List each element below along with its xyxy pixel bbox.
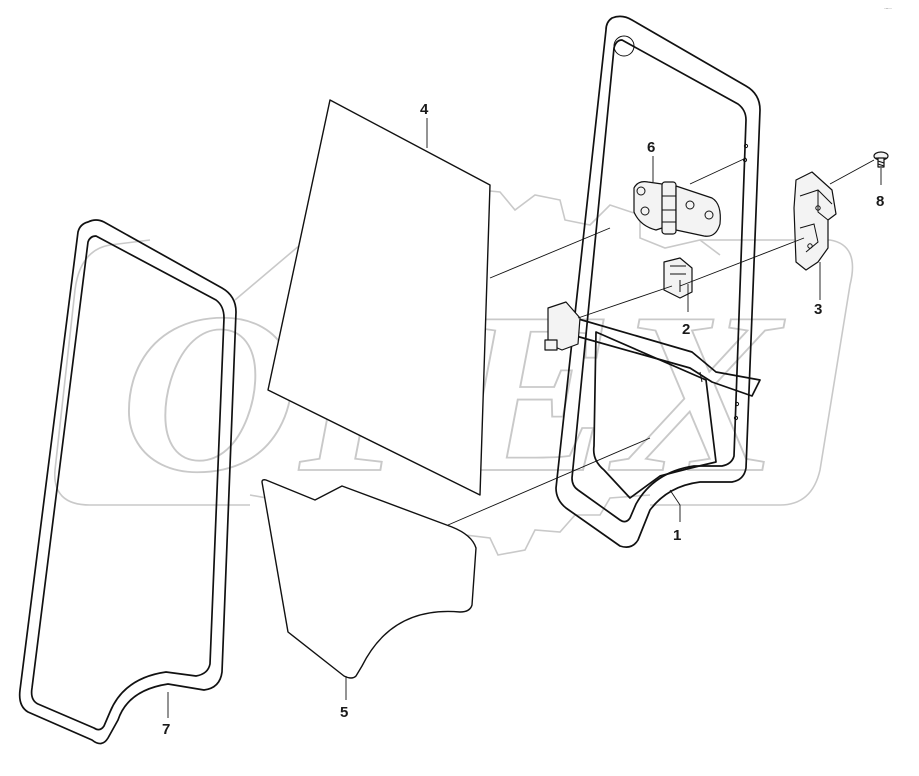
part-label-4: 4: [420, 101, 429, 118]
part-1-door-frame: [544, 15, 761, 548]
part-label-2: 2: [682, 321, 690, 338]
leader-lines: [167, 118, 882, 718]
watermark-frame-right: [650, 239, 854, 506]
part-6-hinge: [633, 181, 721, 237]
part-label-3: 3: [814, 301, 822, 318]
part-8-screw: [873, 151, 889, 168]
part-7-door-seal: [18, 219, 237, 745]
part-2-bracket: [663, 257, 693, 299]
part-labels: 1 2 3 4 5 6 7 8: [162, 101, 884, 738]
part-label-6: 6: [647, 139, 655, 156]
part-label-5: 5: [340, 704, 348, 721]
part-label-1: 1: [673, 527, 681, 544]
part-label-8: 8: [876, 193, 884, 210]
corner-mark: ·‑··: [884, 6, 892, 12]
part-4-upper-glass: [267, 99, 491, 496]
part-5-lower-glass: [261, 479, 477, 679]
part-3-latch-block: [793, 171, 837, 271]
watermark-frame-left: [54, 239, 250, 506]
part-label-7: 7: [162, 721, 170, 738]
